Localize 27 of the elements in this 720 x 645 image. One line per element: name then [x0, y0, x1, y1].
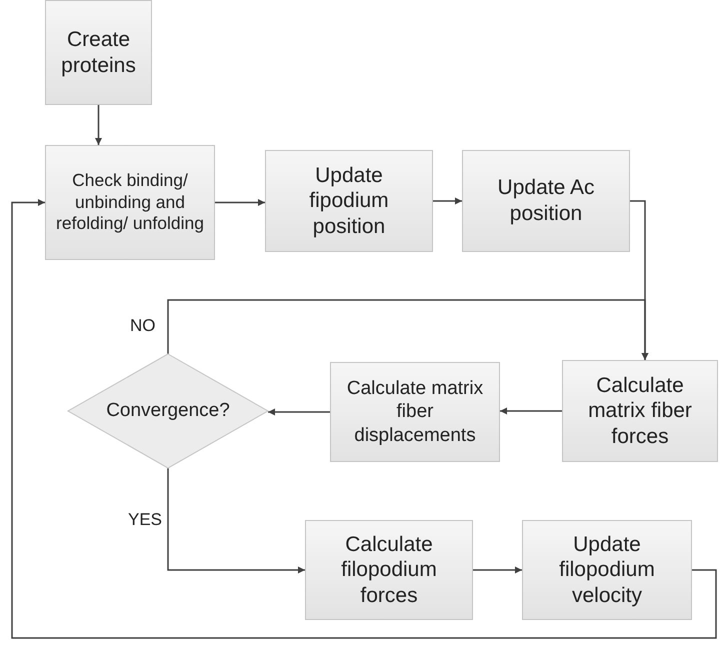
box-text: Update fipodium position	[308, 162, 390, 240]
process-box	[522, 520, 692, 620]
arrow	[11, 199, 717, 639]
process-box	[462, 150, 630, 252]
arrow	[95, 105, 102, 145]
box-text: Calculate matrix fiber displacements	[346, 377, 484, 447]
box-text: Convergence?	[105, 399, 231, 423]
process-box	[265, 150, 433, 252]
process-box	[305, 520, 473, 620]
arrow	[433, 198, 462, 204]
process-box	[45, 0, 152, 105]
box-text: Update Ac position	[496, 175, 596, 227]
box-text: Check binding/ unbinding and refolding/ unfolding	[55, 170, 205, 235]
arrow	[473, 566, 522, 574]
process-box	[330, 362, 500, 462]
box-text: Update filopodium velocity	[558, 532, 656, 608]
process-box	[562, 360, 718, 462]
box-text: Create proteins	[60, 26, 137, 78]
box-text: Calculate filopodium forces	[340, 532, 438, 608]
arrow	[500, 408, 562, 414]
arrow	[215, 199, 265, 206]
process-box	[45, 145, 215, 260]
decision-diamond	[68, 354, 268, 468]
arrow	[167, 299, 648, 360]
box-text: Calculate matrix fiber forces	[587, 372, 693, 450]
arrow	[268, 408, 330, 416]
arrow	[167, 468, 305, 574]
